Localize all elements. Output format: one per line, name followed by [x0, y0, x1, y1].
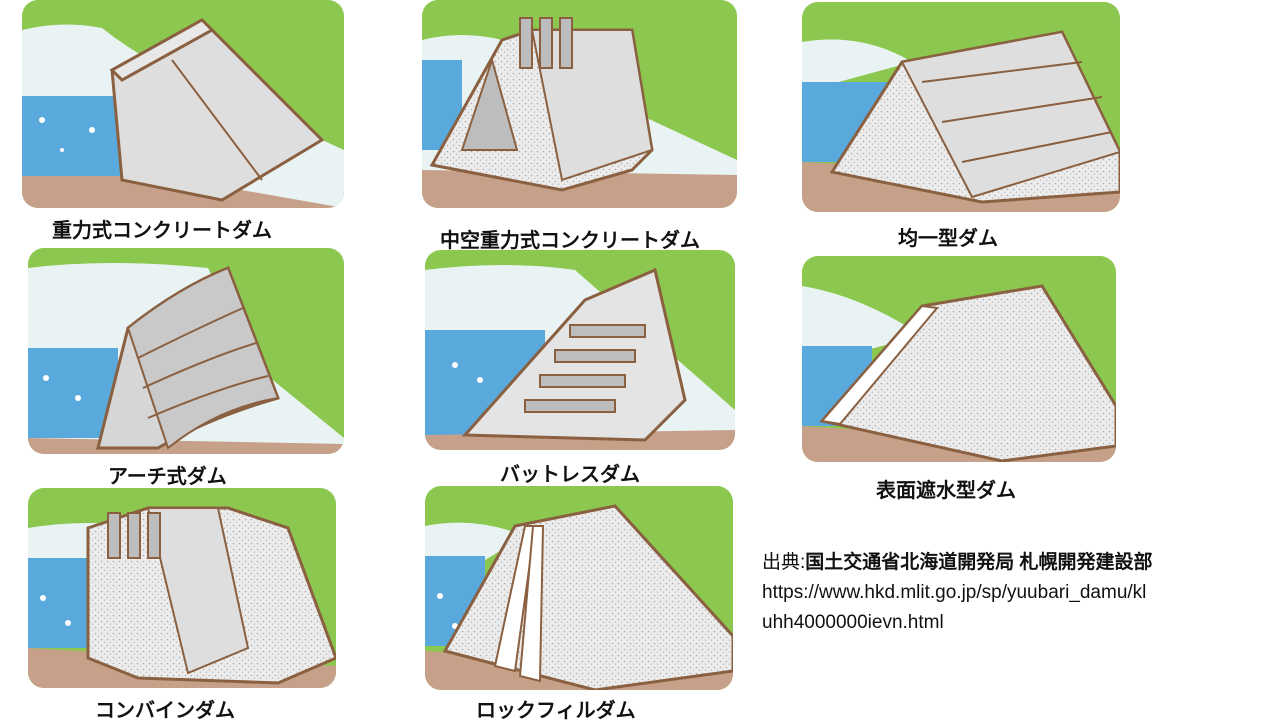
rockfill-dam-label: ロックフィルダム — [476, 698, 636, 722]
arch-dam-label: アーチ式ダム — [108, 464, 227, 488]
combined-dam-label: コンバインダム — [95, 698, 235, 722]
source-url-line1[interactable]: https://www.hkd.mlit.go.jp/sp/yuubari_da… — [762, 582, 1147, 603]
hollow-gravity-dam-label: 中空重力式コンクリートダム — [440, 228, 700, 252]
source-organization: 国土交通省北海道開発局 札幌開発建設部 — [805, 552, 1153, 573]
buttress-dam-label: バットレスダム — [500, 462, 640, 486]
hollow-gravity-dam-illustration — [422, 0, 737, 208]
rockfill-dam-illustration — [425, 486, 733, 690]
homogeneous-dam-illustration — [802, 2, 1120, 212]
combined-dam-illustration — [28, 488, 336, 688]
face-impervious-dam-illustration — [802, 256, 1116, 462]
gravity-dam-illustration — [22, 0, 344, 208]
arch-dam-illustration — [28, 248, 344, 454]
buttress-dam-illustration — [425, 250, 735, 450]
source-url-line2[interactable]: uhh4000000ievn.html — [762, 612, 944, 633]
gravity-dam-label: 重力式コンクリートダム — [52, 218, 272, 242]
source-prefix: 出典: — [762, 552, 806, 573]
face-impervious-dam-label: 表面遮水型ダム — [876, 478, 1016, 502]
source-citation: 出典:国土交通省北海道開発局 札幌開発建設部 https://www.hkd.m… — [762, 548, 1262, 638]
homogeneous-dam-label: 均一型ダム — [898, 226, 998, 250]
